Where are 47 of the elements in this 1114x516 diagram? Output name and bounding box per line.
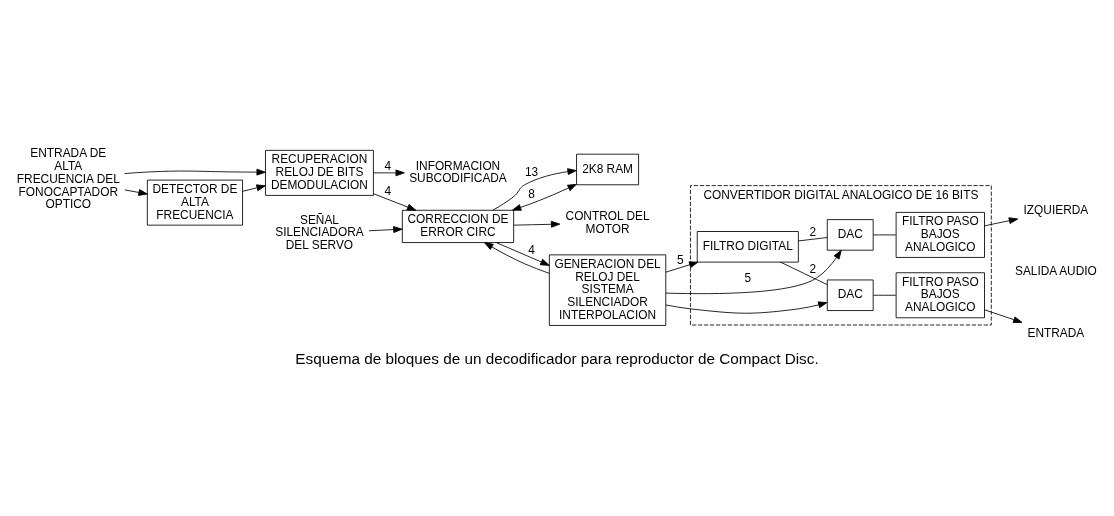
edge-label: 8 — [528, 186, 535, 201]
node-box: FILTRO DIGITAL — [696, 230, 799, 263]
edge-label: 2 — [809, 224, 817, 239]
arrow — [484, 241, 550, 274]
edge-label: 13 — [524, 164, 539, 179]
connector — [872, 294, 897, 296]
node-text: INFORMACION SUBCODIFICADA — [409, 158, 507, 185]
edge-label: 4 — [528, 242, 535, 257]
node-text: ENTRADA DE ALTA FRECUENCIA DEL FONOCAPTADOR OPTICO — [16, 145, 120, 211]
node-text: SEÑAL SILENCIADORA DEL SERVO — [275, 212, 364, 252]
arrow — [665, 301, 828, 314]
connector — [872, 234, 897, 235]
node-text: CONTROL DEL MOTOR — [565, 208, 650, 236]
node-box: DAC — [826, 218, 874, 251]
node-box: GENERACION DEL RELOJ DEL SISTEMA SILENCIADOR INTERPOLACION — [548, 253, 667, 326]
node-text: ENTRADA — [1027, 325, 1085, 340]
label: SALIDA AUDIO — [1014, 263, 1097, 278]
node-box: FILTRO PASO BAJOS ANALOGICO — [895, 271, 985, 318]
edge-label: 5 — [744, 270, 752, 285]
edge-label: 4 — [384, 158, 392, 173]
node-box: DAC — [826, 279, 874, 311]
arrow — [496, 241, 550, 266]
node-text: IZQUIERDA — [1023, 202, 1089, 217]
arrow — [984, 216, 1019, 226]
node-box: DETECTOR DE ALTA FRECUENCIA — [146, 179, 243, 226]
node-box: RECUPERACION RELOJ DE BITS DEMODULACION — [265, 149, 374, 196]
connector — [798, 236, 828, 241]
arrow — [373, 192, 417, 211]
arrow — [124, 168, 266, 176]
arrow — [124, 188, 148, 196]
node-box: CORRECCION DE ERROR CIRC — [401, 209, 515, 243]
arrow — [373, 168, 405, 176]
node-box: 2K8 RAM — [576, 153, 639, 185]
arrow — [665, 260, 699, 273]
connector — [780, 261, 828, 285]
arrow — [511, 183, 577, 211]
node-box: FILTRO PASO BAJOS ANALOGICO — [895, 211, 985, 258]
edge-label: 2 — [809, 261, 817, 276]
edge-label: 5 — [676, 252, 684, 267]
arrow — [513, 220, 561, 228]
arrow — [492, 167, 577, 211]
arrow — [242, 183, 266, 192]
arrow — [665, 249, 842, 294]
caption: Esquema de bloques de un decodificador para reproductor de Compact Disc. — [295, 349, 819, 367]
edge-label: 4 — [384, 183, 392, 198]
arrow — [984, 308, 1023, 323]
arrow — [368, 225, 403, 233]
